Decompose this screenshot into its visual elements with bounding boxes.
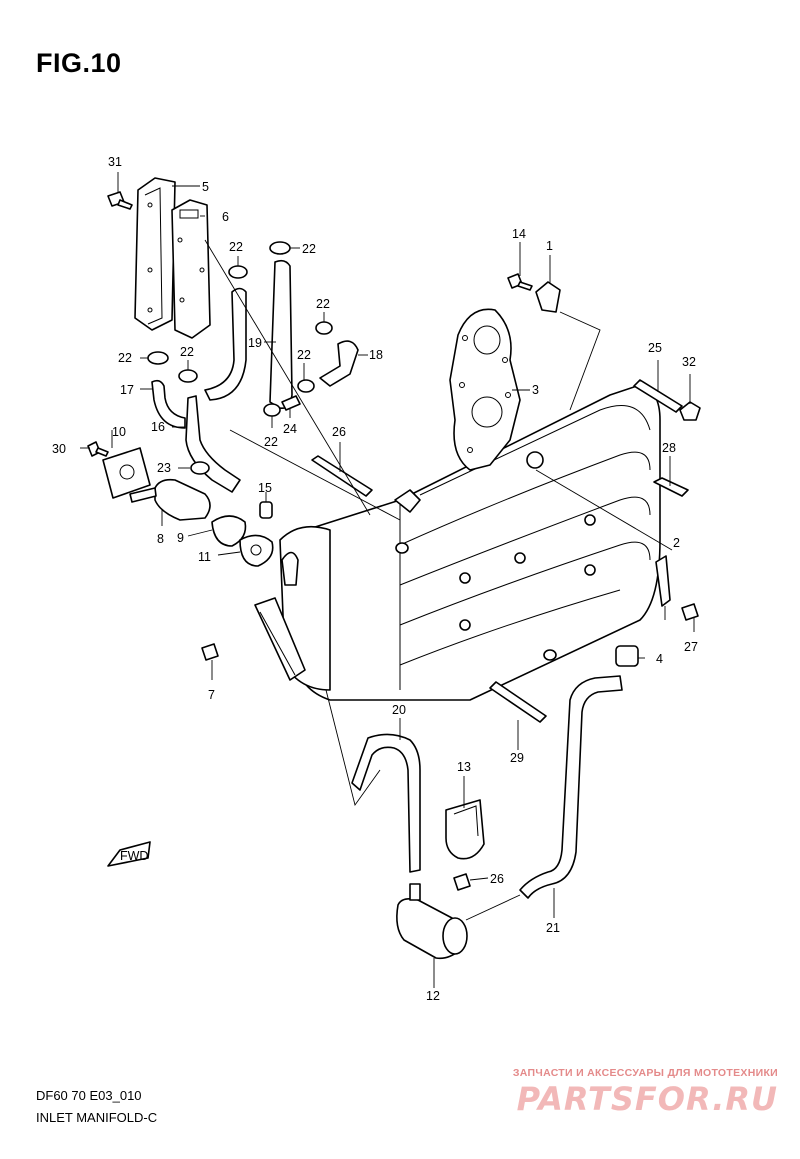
callout-3: 3 bbox=[532, 383, 539, 397]
hose-18 bbox=[319, 340, 359, 387]
callout-26a: 26 bbox=[490, 872, 504, 886]
figure-name: INLET MANIFOLD-C bbox=[36, 1110, 158, 1125]
callout-10: 10 bbox=[112, 425, 126, 439]
callout-22h: 23 bbox=[157, 461, 171, 475]
callout-19: 19 bbox=[248, 336, 262, 350]
clamp-22c bbox=[315, 321, 333, 335]
callout-20: 20 bbox=[392, 703, 406, 717]
figure-title: FIG.10 bbox=[36, 48, 122, 78]
callout-22g: 22 bbox=[264, 435, 278, 449]
leader-lines bbox=[80, 172, 695, 988]
mounting-plate-10 bbox=[102, 447, 151, 499]
clip-13 bbox=[445, 799, 485, 860]
bolt-30 bbox=[107, 191, 133, 210]
callout-30: 31 bbox=[108, 155, 122, 169]
bolt-27 bbox=[653, 477, 689, 497]
callout-25: 26 bbox=[332, 425, 346, 439]
clamp-22f bbox=[297, 379, 315, 393]
bolt-7 bbox=[201, 643, 219, 661]
svg-text:FWD: FWD bbox=[120, 849, 148, 863]
bolt-26a bbox=[681, 603, 699, 621]
callout-18: 18 bbox=[369, 348, 383, 362]
callout-12: 12 bbox=[426, 989, 440, 1003]
hose-16b bbox=[204, 287, 247, 401]
pin-15 bbox=[259, 501, 273, 519]
watermark-tagline: ЗАПЧАСТИ И АКСЕССУАРЫ ДЛЯ МОТОТЕХНИКИ bbox=[512, 1067, 778, 1079]
callout-22a: 22 bbox=[229, 240, 243, 254]
watermark-logo: PARTSFOR.RU bbox=[516, 1080, 778, 1118]
callout-29: 30 bbox=[52, 442, 66, 456]
callout-1: 1 bbox=[546, 239, 553, 253]
connector-23 bbox=[281, 395, 301, 411]
nut-31 bbox=[679, 401, 701, 421]
inlet-manifold-body bbox=[254, 384, 661, 701]
hose-17 bbox=[151, 379, 186, 429]
cover-plate-5 bbox=[134, 177, 176, 331]
callout-labels: 1 2 3 4 5 6 7 8 9 10 11 12 13 14 15 16 1… bbox=[52, 155, 698, 1003]
hose-21 bbox=[519, 675, 623, 899]
callout-5: 5 bbox=[202, 180, 209, 194]
callout-2: 2 bbox=[673, 536, 680, 550]
callout-15: 15 bbox=[258, 481, 272, 495]
forward-direction-badge: FWD bbox=[107, 841, 151, 867]
bolt-14 bbox=[507, 273, 533, 291]
gasket-3 bbox=[449, 308, 521, 471]
stud-25 bbox=[311, 455, 373, 497]
bolt-24 bbox=[633, 379, 683, 413]
cap-4 bbox=[615, 645, 639, 667]
callout-27: 28 bbox=[662, 441, 676, 455]
callout-22b: 22 bbox=[302, 242, 316, 256]
gasket-6 bbox=[171, 199, 211, 339]
callout-8: 8 bbox=[157, 532, 164, 546]
hose-19 bbox=[269, 259, 293, 410]
clamp-22a bbox=[228, 265, 248, 279]
bolt-26b bbox=[453, 873, 471, 891]
fuel-filter-12 bbox=[396, 883, 468, 960]
valve-8 bbox=[129, 478, 211, 521]
callout-22d: 22 bbox=[118, 351, 132, 365]
clamp-22e bbox=[178, 369, 198, 383]
plate-11 bbox=[239, 534, 274, 567]
callout-17: 17 bbox=[120, 383, 134, 397]
callout-16: 16 bbox=[151, 420, 165, 434]
clamp-22d bbox=[147, 351, 169, 365]
callout-22c: 22 bbox=[316, 297, 330, 311]
callout-31: 32 bbox=[682, 355, 696, 369]
callout-7: 7 bbox=[208, 688, 215, 702]
callout-23: 24 bbox=[283, 422, 297, 436]
hose-16 bbox=[185, 395, 241, 493]
clamp-22h bbox=[190, 461, 210, 475]
callout-11: 11 bbox=[198, 550, 211, 564]
hose-20 bbox=[351, 733, 421, 873]
callout-28: 29 bbox=[510, 751, 524, 765]
screw-29 bbox=[87, 441, 109, 457]
figure-code: DF60 70 E03_010 bbox=[36, 1088, 142, 1103]
callout-6: 6 bbox=[222, 210, 229, 224]
callout-21: 21 bbox=[546, 921, 560, 935]
clamp-22g bbox=[263, 403, 281, 417]
callout-4: 4 bbox=[656, 652, 663, 666]
callout-9: 9 bbox=[177, 531, 184, 545]
bracket-32 bbox=[655, 555, 671, 607]
gasket-9 bbox=[211, 515, 247, 547]
callout-24: 25 bbox=[648, 341, 662, 355]
clamp-22b bbox=[269, 241, 291, 255]
callout-22f: 22 bbox=[297, 348, 311, 362]
callout-14: 14 bbox=[512, 227, 526, 241]
bolt-28 bbox=[489, 681, 547, 723]
callout-13: 13 bbox=[457, 760, 471, 774]
callout-22e: 22 bbox=[180, 345, 194, 359]
callout-26b: 27 bbox=[684, 640, 698, 654]
bracket-1 bbox=[535, 281, 561, 313]
